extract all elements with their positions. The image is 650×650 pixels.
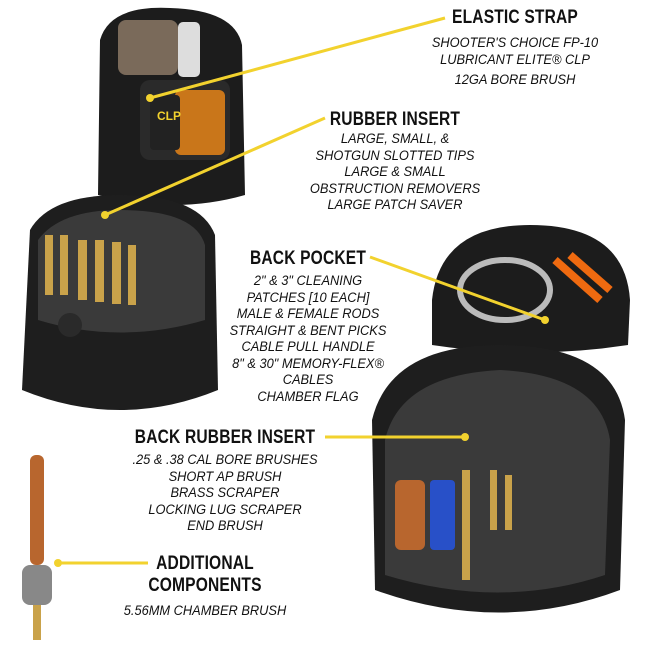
callout-item: MALE & FEMALE RODS bbox=[236, 306, 380, 321]
callout-item: CABLE PULL HANDLE bbox=[241, 339, 375, 354]
callout-title: ADDITIONAL bbox=[156, 553, 254, 574]
callout-item: STRAIGHT & BENT PICKS bbox=[229, 322, 387, 338]
callout-item: SHOTGUN SLOTTED TIPS bbox=[315, 147, 475, 163]
callout-item: CABLES bbox=[282, 372, 334, 387]
callout-item: SHOOTER'S CHOICE FP-10 bbox=[431, 35, 599, 50]
callout-line-back-pocket bbox=[369, 255, 546, 322]
callout-back-pocket: BACK POCKET 2" & 3" CLEANING PATCHES [10… bbox=[208, 248, 408, 405]
callout-line-rubber-insert bbox=[104, 116, 326, 217]
callout-item: LARGE PATCH SAVER bbox=[327, 197, 463, 212]
callout-additional-components: ADDITIONAL COMPONENTS 5.56MM CHAMBER BRU… bbox=[105, 553, 305, 620]
callout-item: END BRUSH bbox=[187, 518, 263, 533]
left-kit-bottom-insert bbox=[22, 195, 218, 410]
callout-item: OBSTRUCTION REMOVERS bbox=[309, 180, 481, 196]
callout-title: RUBBER INSERT bbox=[329, 109, 461, 130]
callout-back-rubber-insert: BACK RUBBER INSERT .25 & .38 CAL BORE BR… bbox=[115, 427, 335, 535]
left-kit-top-pouch: CLP bbox=[98, 7, 245, 206]
callout-title: BACK RUBBER INSERT bbox=[134, 427, 316, 448]
callout-item: CHAMBER FLAG bbox=[257, 388, 359, 404]
chamber-brush-image bbox=[22, 455, 52, 640]
callout-title: COMPONENTS bbox=[148, 575, 262, 596]
svg-text:CLP: CLP bbox=[157, 109, 181, 123]
callout-item: 8" & 30" MEMORY-FLEX® bbox=[232, 355, 384, 371]
callout-elastic-strap: ELASTIC STRAP SHOOTER'S CHOICE FP-10 LUB… bbox=[400, 7, 630, 89]
callout-item: PATCHES [10 EACH] bbox=[246, 289, 370, 305]
callout-item: LARGE, SMALL, & bbox=[340, 131, 450, 146]
callout-title: ELASTIC STRAP bbox=[452, 7, 578, 28]
callout-title: BACK POCKET bbox=[249, 248, 367, 269]
callout-item: .25 & .38 CAL BORE BRUSHES bbox=[132, 452, 318, 467]
callout-item: LARGE & SMALL bbox=[344, 164, 446, 179]
right-kit-back-rubber-insert bbox=[372, 345, 625, 613]
callout-item: 2" & 3" CLEANING bbox=[253, 273, 363, 288]
callout-rubber-insert: RUBBER INSERT LARGE, SMALL, & SHOTGUN SL… bbox=[285, 109, 505, 214]
callout-item: LOCKING LUG SCRAPER bbox=[148, 501, 302, 517]
right-kit-back-pocket bbox=[432, 225, 630, 353]
callout-item: LUBRICANT ELITE® CLP bbox=[440, 51, 590, 67]
callout-item: 5.56MM CHAMBER BRUSH bbox=[123, 603, 287, 618]
callout-line-elastic-strap bbox=[149, 16, 446, 100]
callout-item: 12GA BORE BRUSH bbox=[454, 72, 576, 87]
callout-item: BRASS SCRAPER bbox=[170, 485, 280, 500]
callout-item: SHORT AP BRUSH bbox=[168, 468, 282, 484]
